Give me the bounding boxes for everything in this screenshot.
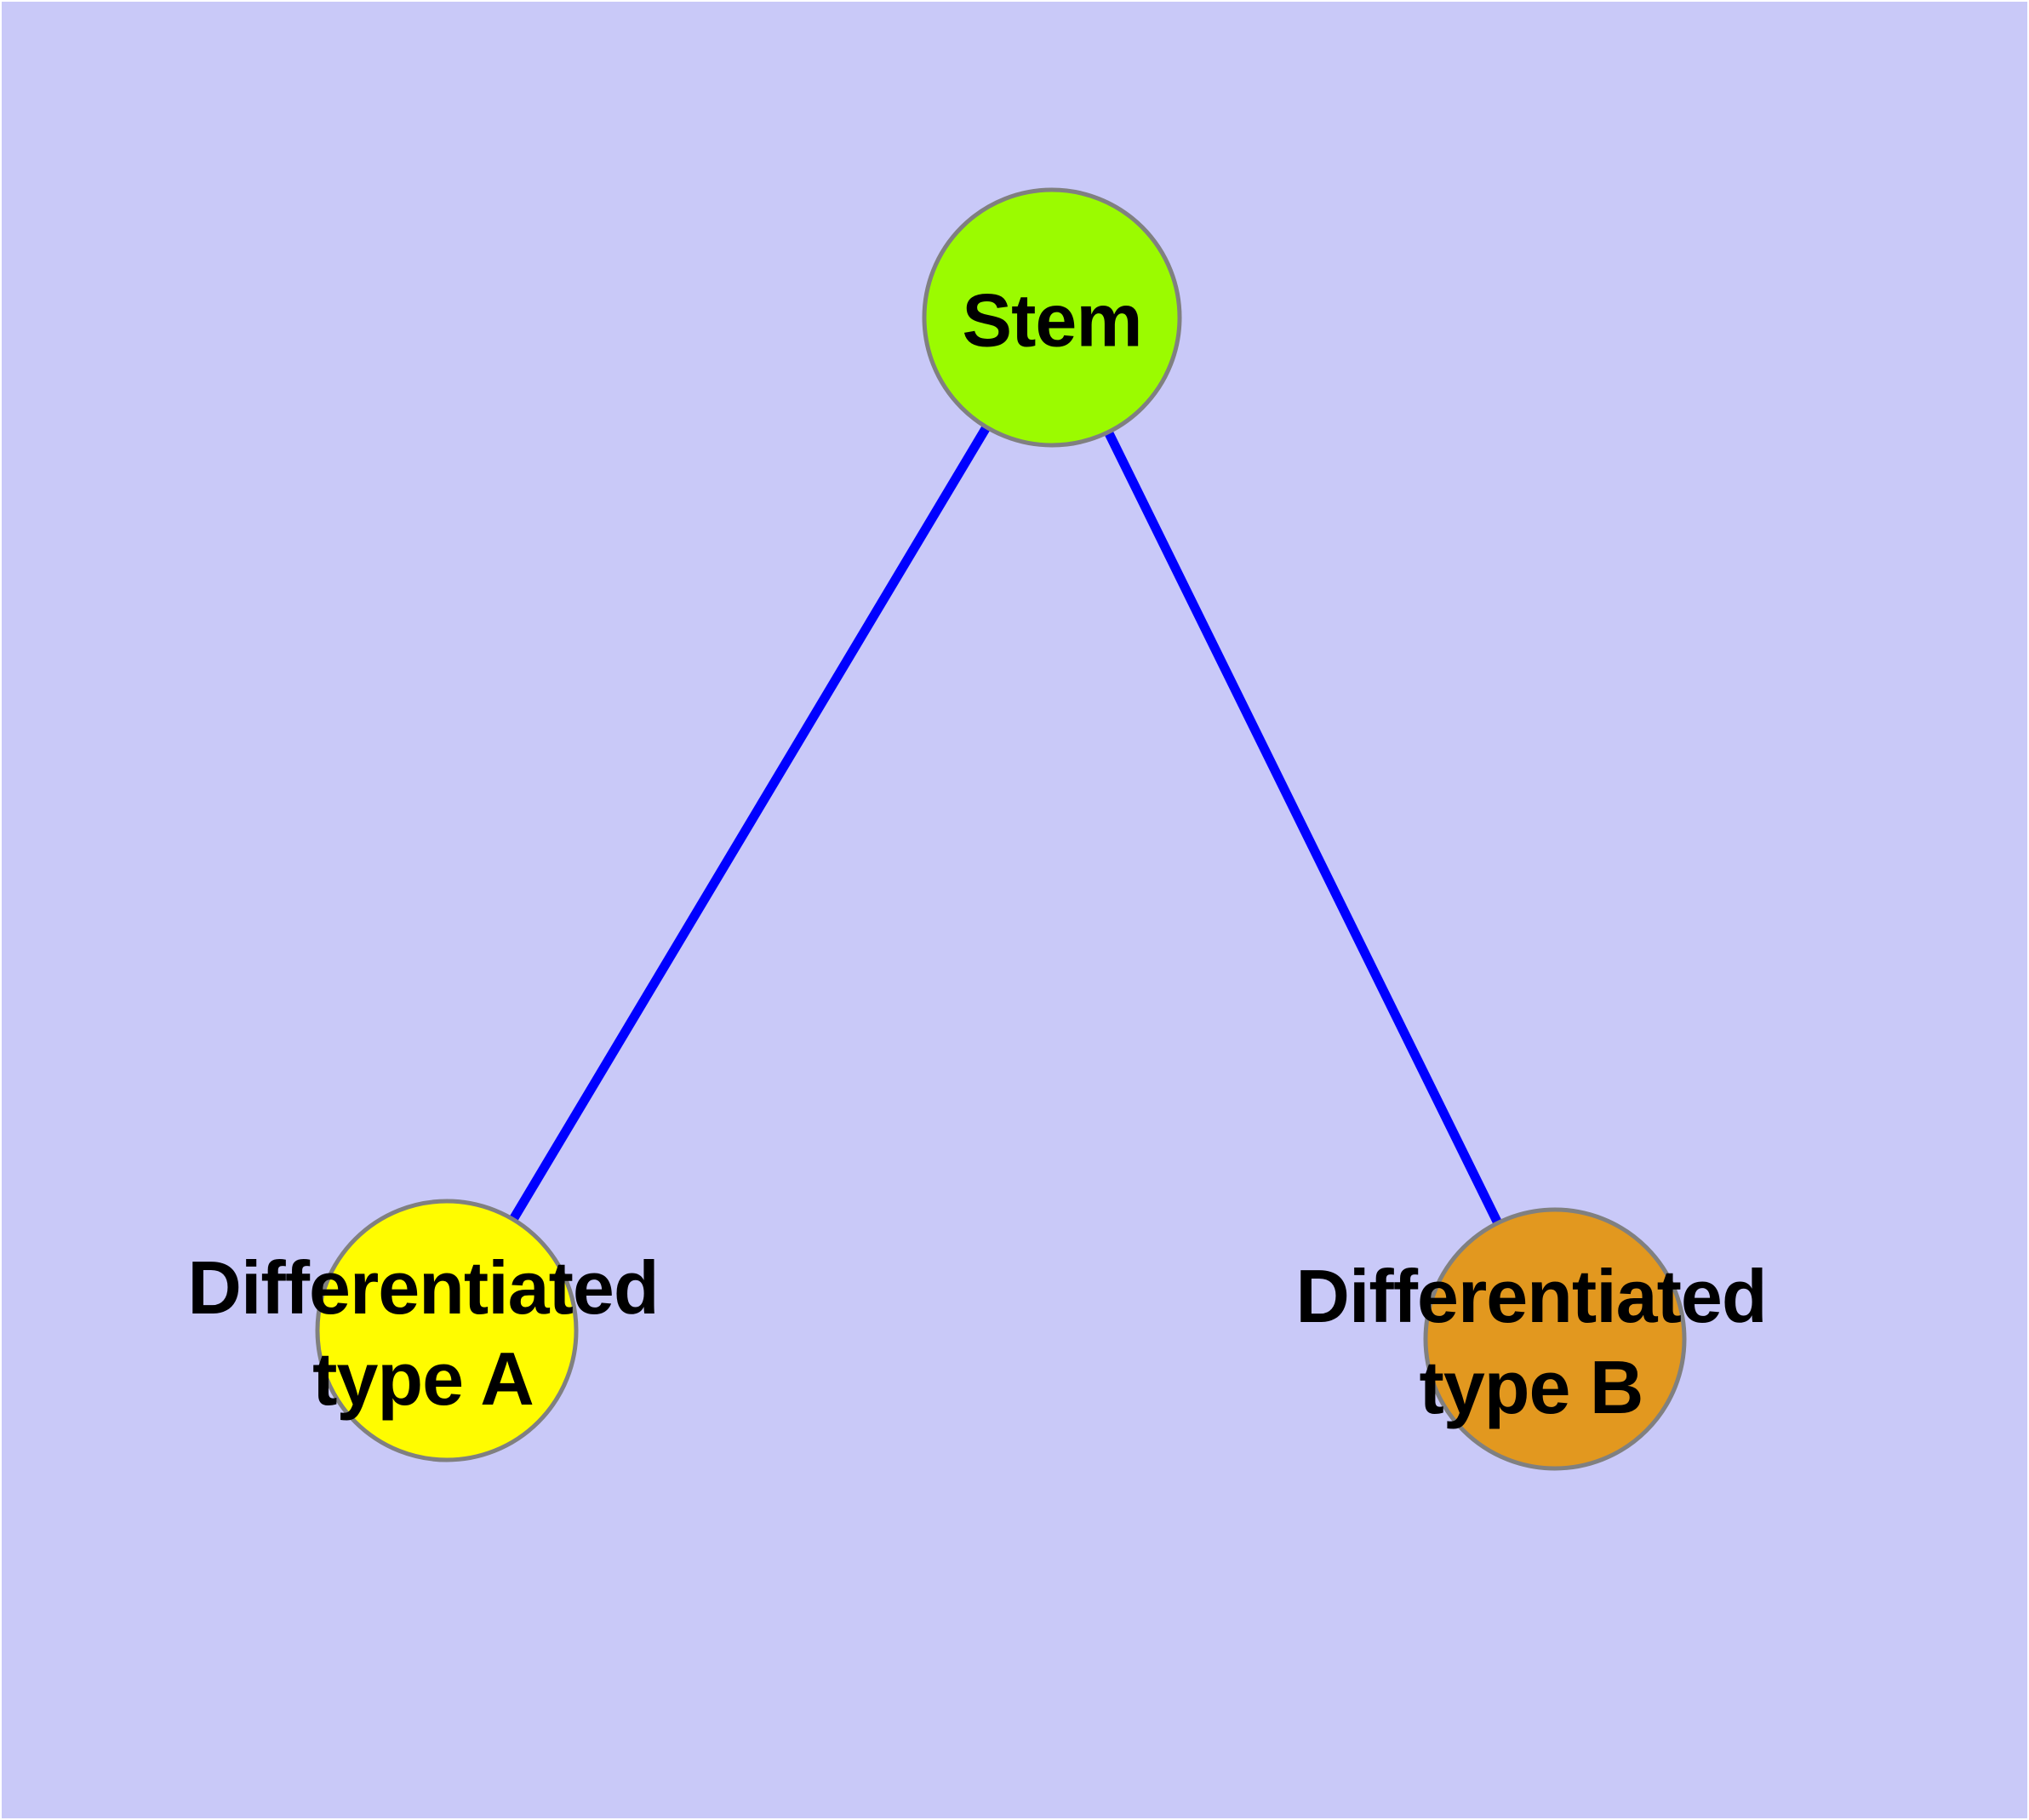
node-differentiated-type-a: [315, 1199, 579, 1462]
node-differentiated-type-b: [1423, 1207, 1687, 1471]
node-label-differentiated-type-b-line-1: Differentiated: [1295, 1254, 1767, 1338]
node-label-differentiated-type-a-line-1: Differentiated: [187, 1245, 659, 1330]
edge-stem-to-differentiated-type-b: [1048, 315, 1559, 1342]
node-label-stem-line-1: Stem: [962, 278, 1142, 363]
node-label-differentiated-type-b: Differentiated type B: [1295, 1251, 1767, 1433]
node-stem: [922, 187, 1182, 448]
node-label-differentiated-type-a: Differentiated type A: [187, 1242, 659, 1424]
edge-stem-to-differentiated-type-a: [443, 315, 1056, 1333]
node-label-differentiated-type-a-line-2: type A: [312, 1336, 534, 1421]
node-label-differentiated-type-b-line-2: type B: [1419, 1345, 1644, 1429]
node-label-stem: Stem: [962, 275, 1142, 366]
